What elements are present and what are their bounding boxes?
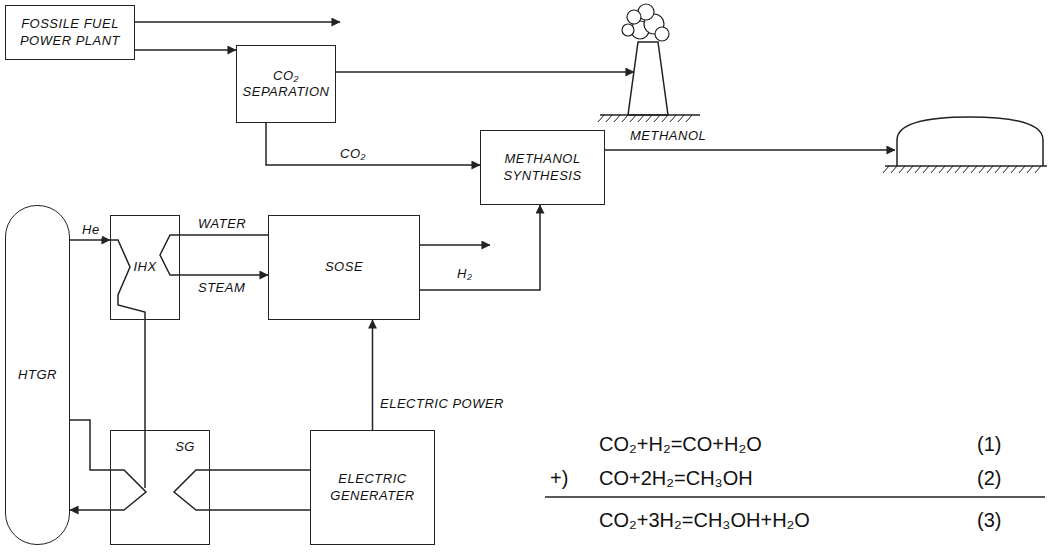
ground-hatch: [899, 166, 905, 173]
hot-side-tube: [144, 430, 146, 488]
flow-connector: [70, 420, 110, 470]
node-label: SG: [175, 439, 195, 455]
node-label: ELECTRIC GENERATER: [315, 471, 430, 504]
plant-box: FOSSILE FUEL POWER PLANT: [5, 5, 135, 60]
ground-hatch: [963, 166, 969, 173]
flow-connector: [144, 320, 146, 430]
flow-connector: [210, 469, 310, 471]
ground-hatch: [971, 166, 977, 173]
ground-hatch: [622, 115, 628, 122]
smoke-puff: [622, 24, 634, 36]
ground-hatch: [1019, 166, 1025, 173]
edge-label: H₂: [455, 266, 474, 282]
storage-tank: [897, 117, 1043, 166]
heat-exchanger-box: IHX: [110, 215, 180, 320]
ground-hatch: [630, 115, 636, 122]
ground-hatch: [1027, 166, 1033, 173]
connectors: [70, 50, 540, 510]
sum-line: [545, 496, 1045, 498]
ground-hatch: [686, 115, 692, 122]
chimney-stack: [628, 42, 668, 115]
power-output-arrow: [135, 21, 340, 23]
equation: CO₂+3H₂=CH₃OH+H₂O: [597, 508, 812, 532]
exhaust-arrow: [336, 71, 634, 73]
flow-label: METHANOL: [628, 128, 708, 144]
ground-hatch: [1035, 166, 1041, 173]
process-box: CO₂ SEPARATION: [236, 45, 336, 123]
ground-hatch: [955, 166, 961, 173]
ground-hatch: [1011, 166, 1017, 173]
ground-line: [600, 114, 700, 116]
ground-hatch: [646, 115, 652, 122]
ground-hatch: [883, 166, 889, 173]
edge-label: He: [80, 222, 102, 238]
smoke-puff: [655, 27, 669, 41]
ground-hatch: [907, 166, 913, 173]
ground-hatch: [614, 115, 620, 122]
process-box: METHANOL SYNTHESIS: [480, 130, 605, 205]
flow-connector: [70, 509, 110, 511]
equation: CO+2H₂=CH₃OH: [597, 466, 755, 490]
reactor-vessel: HTGR: [5, 205, 70, 545]
edge-label: STEAM: [196, 280, 247, 296]
cold-side-tube: [160, 235, 180, 275]
oxygen-outlet-arrow: [420, 244, 490, 246]
node-label: METHANOL SYNTHESIS: [485, 151, 600, 184]
edge-label: ELECTRIC POWER: [378, 396, 506, 412]
ground-hatch: [939, 166, 945, 173]
equation-number: (2): [975, 466, 1003, 490]
flow-connector: [70, 239, 110, 241]
flow-connector: [180, 234, 268, 236]
equation-number: (3): [975, 508, 1003, 532]
ground-hatch: [662, 115, 668, 122]
steam-return-line: [210, 509, 310, 511]
node-label: IHX: [133, 259, 156, 275]
ground-hatch: [638, 115, 644, 122]
ground-hatch: [670, 115, 676, 122]
ground-hatch: [987, 166, 993, 173]
hot-side-tube: [110, 240, 145, 320]
product-arrow: [605, 149, 895, 151]
equation-sum-sign: +): [548, 466, 570, 490]
ground-hatch: [606, 115, 612, 122]
edge-label: WATER: [196, 216, 248, 232]
flow-connector: [420, 205, 540, 290]
ground-hatch: [891, 166, 897, 173]
node-label: CO₂ SEPARATION: [241, 68, 331, 101]
ground-hatch: [1003, 166, 1009, 173]
electrolyser-box: SOSE: [268, 215, 420, 320]
ground-hatch: [995, 166, 1001, 173]
steam-generator-box: SG: [110, 430, 210, 545]
node-label: SOSE: [325, 259, 363, 275]
ground-hatch: [654, 115, 660, 122]
flow-connector: [180, 274, 268, 276]
ground-hatch: [979, 166, 985, 173]
hot-side-tube: [110, 470, 146, 510]
water-side-tube: [174, 470, 210, 510]
edge-label: CO₂: [338, 146, 368, 162]
ground-hatch: [598, 115, 604, 122]
ground-hatch: [947, 166, 953, 173]
ground-hatch: [915, 166, 921, 173]
generator-box: ELECTRIC GENERATER: [310, 430, 435, 545]
smoke-puff: [627, 10, 641, 24]
illustration: [110, 4, 1047, 510]
equation-number: (1): [975, 432, 1003, 456]
ground-hatch: [678, 115, 684, 122]
flow-connector: [266, 123, 480, 165]
ground-hatch: [923, 166, 929, 173]
flow-connector: [135, 49, 236, 51]
equation: CO₂+H₂=CO+H₂O: [597, 432, 764, 456]
flow-connector: [372, 320, 374, 430]
ground-hatch: [931, 166, 937, 173]
node-label: FOSSILE FUEL POWER PLANT: [10, 16, 130, 49]
node-label: HTGR: [18, 367, 57, 383]
ground-line: [885, 165, 1047, 167]
